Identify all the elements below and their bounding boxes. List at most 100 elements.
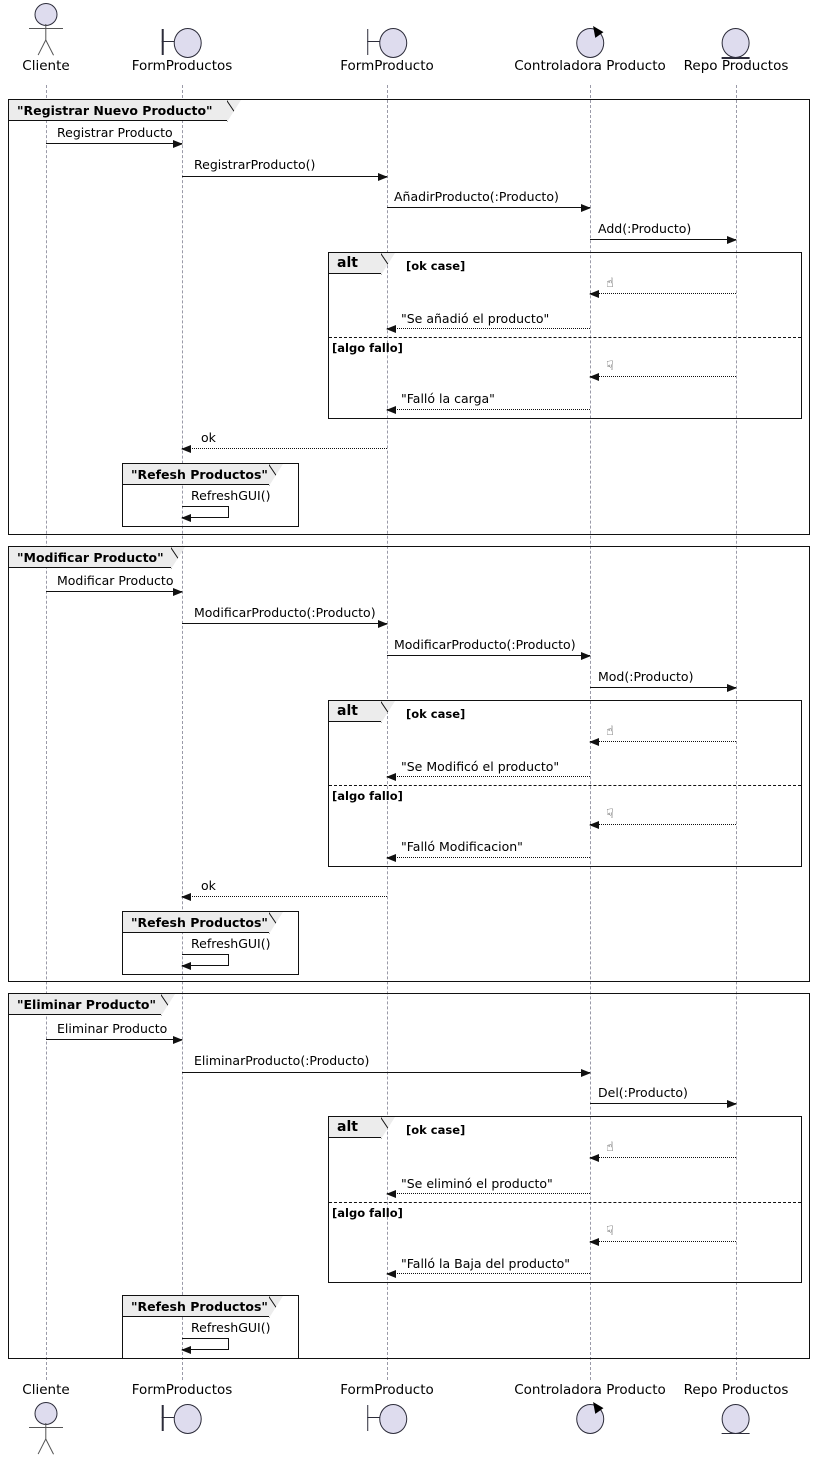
participant-controladora-bottom[interactable]: Controladora Producto: [514, 1382, 666, 1436]
message-se-modifico-producto[interactable]: [386, 772, 590, 781]
participant-label: FormProductos: [131, 58, 233, 74]
fragment-label-tab: "Eliminar Producto": [9, 994, 161, 1015]
alt-fragment-eliminar[interactable]: alt: [328, 1116, 802, 1283]
arrowhead-icon: [727, 235, 737, 244]
self-message-refreshgui-2[interactable]: [181, 954, 229, 970]
message-label: Del(:Producto): [598, 1085, 688, 1100]
fragment-refesh-productos-2[interactable]: "Refesh Productos": [122, 911, 299, 975]
message-label: RegistrarProducto(): [194, 157, 316, 172]
message-repo-ok-return-2[interactable]: [589, 737, 736, 746]
participant-formproductos-top[interactable]: FormProductos: [131, 26, 233, 74]
alt-label: alt: [337, 255, 358, 271]
self-message-refreshgui-3[interactable]: [181, 1338, 229, 1354]
uml-control-icon: [553, 1398, 627, 1436]
thumbs-up-icon: ☝: [606, 1140, 614, 1155]
arrowhead-icon: [378, 619, 388, 628]
fragment-tab-notch: [269, 912, 283, 934]
message-registrarproducto[interactable]: [182, 172, 388, 181]
arrowhead-icon: [386, 405, 396, 414]
message-modificarproducto-1[interactable]: [182, 619, 388, 628]
message-eliminarproducto[interactable]: [182, 1068, 591, 1077]
alt-guard-ok: [ok case]: [406, 1123, 466, 1137]
message-label: "Se añadió el producto": [401, 311, 550, 326]
message-mod-producto[interactable]: [590, 683, 737, 692]
fragment-tab-notch: [161, 994, 175, 1016]
arrowhead-icon: [386, 324, 396, 333]
arrowhead-icon: [386, 1189, 396, 1198]
arrowhead-icon: [173, 587, 183, 596]
message-label: "Se eliminó el producto": [401, 1176, 553, 1191]
arrowhead-icon: [378, 172, 388, 181]
message-add-producto[interactable]: [590, 235, 737, 244]
uml-control-icon: [553, 23, 627, 60]
participant-label: Controladora Producto: [514, 1382, 666, 1398]
fragment-tab-notch: [227, 100, 241, 122]
alt-label: alt: [337, 1119, 358, 1135]
participant-formproducto-bottom[interactable]: FormProducto: [340, 1382, 434, 1436]
message-label: ModificarProducto(:Producto): [394, 637, 576, 652]
participant-repo-bottom[interactable]: Repo Productos: [683, 1382, 789, 1436]
message-ok-return-2[interactable]: [181, 892, 387, 901]
alt-fragment-modificar[interactable]: alt: [328, 700, 802, 867]
fragment-registrar-nuevo-producto[interactable]: "Registrar Nuevo Producto": [8, 99, 810, 535]
message-eliminar-producto[interactable]: [46, 1035, 183, 1044]
alt-label-tab: alt: [329, 253, 381, 274]
fragment-label: "Refesh Productos": [131, 466, 268, 482]
message-repo-ok-return-3[interactable]: [589, 1153, 736, 1162]
arrowhead-icon: [727, 683, 737, 692]
message-repo-fail-return-2[interactable]: [589, 820, 736, 829]
message-label: "Falló Modificacion": [401, 839, 523, 854]
message-label: "Falló la carga": [401, 391, 495, 406]
message-se-elimino-producto[interactable]: [386, 1189, 590, 1198]
arrowhead-icon: [173, 1035, 183, 1044]
message-fallo-baja-producto[interactable]: [386, 1269, 590, 1278]
message-fallo-modificacion[interactable]: [386, 853, 590, 862]
message-repo-fail-return[interactable]: [589, 372, 736, 381]
arrowhead-icon: [581, 203, 591, 212]
alt-branch-divider: [329, 1202, 801, 1203]
participant-repo-top[interactable]: Repo Productos: [683, 26, 789, 74]
fragment-refesh-productos-3[interactable]: "Refesh Productos": [122, 1295, 299, 1359]
message-label: Registrar Producto: [57, 125, 173, 140]
message-registrar-producto[interactable]: [46, 139, 183, 148]
participant-cliente-bottom[interactable]: Cliente: [9, 1383, 83, 1459]
actor-stick-figure-icon: [9, 1401, 83, 1459]
message-repo-ok-return[interactable]: [589, 289, 736, 298]
fragment-label: "Refesh Productos": [131, 914, 268, 930]
arrowhead-icon: [581, 651, 591, 660]
alt-fragment-registrar[interactable]: alt: [328, 252, 802, 419]
fragment-label: "Refesh Productos": [131, 1298, 268, 1314]
fragment-label: "Modificar Producto": [17, 549, 164, 565]
arrowhead-icon: [181, 444, 191, 453]
message-anadirproducto[interactable]: [387, 203, 591, 212]
participant-controladora-top[interactable]: Controladora Producto: [514, 23, 666, 74]
participant-label: Repo Productos: [683, 1382, 789, 1398]
participant-formproductos-bottom[interactable]: FormProductos: [132, 1383, 232, 1436]
fragment-label-tab: "Registrar Nuevo Producto": [9, 100, 227, 121]
message-modificarproducto-2[interactable]: [387, 651, 591, 660]
message-modificar-producto[interactable]: [46, 587, 183, 596]
fragment-modificar-producto[interactable]: "Modificar Producto": [8, 546, 810, 982]
arrowhead-icon: [181, 892, 191, 901]
message-fallo-la-carga[interactable]: [386, 405, 590, 414]
message-label: Add(:Producto): [598, 221, 692, 236]
fragment-refesh-productos-1[interactable]: "Refesh Productos": [122, 463, 299, 527]
message-label: Eliminar Producto: [57, 1021, 168, 1036]
arrowhead-icon: [386, 1269, 396, 1278]
message-del-producto[interactable]: [590, 1099, 737, 1108]
uml-boundary-icon: [145, 26, 219, 60]
fragment-eliminar-producto[interactable]: "Eliminar Producto": [8, 993, 810, 1359]
thumbs-up-icon: ☝: [606, 276, 614, 291]
participant-cliente-top[interactable]: Cliente: [9, 2, 83, 74]
message-repo-fail-return-3[interactable]: [589, 1237, 736, 1246]
participant-label: Repo Productos: [683, 58, 789, 74]
fragment-tab-notch: [269, 1296, 283, 1318]
message-ok-return-1[interactable]: [181, 444, 387, 453]
uml-entity-icon: [699, 1402, 773, 1436]
participant-formproducto-top[interactable]: FormProducto: [340, 26, 434, 74]
message-label: "Falló la Baja del producto": [401, 1256, 571, 1271]
self-message-refreshgui-1[interactable]: [181, 506, 229, 522]
message-se-anadio-producto[interactable]: [386, 324, 590, 333]
participant-label: FormProducto: [340, 1382, 434, 1398]
lifeline-cliente: [46, 85, 47, 1380]
